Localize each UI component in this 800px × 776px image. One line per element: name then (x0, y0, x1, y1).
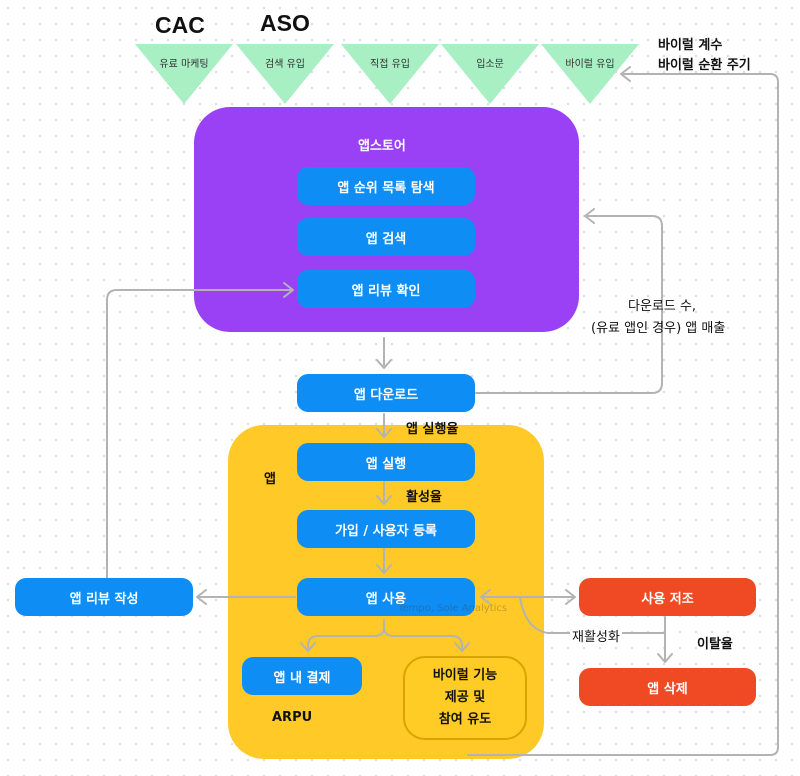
funnel-label-wom: 입소문 (476, 59, 504, 70)
viral-feature-line1: 바이럴 기능 (432, 668, 498, 683)
aso-heading: ASO (260, 10, 310, 36)
watermark-text: Tempo, Sole Analytics (398, 603, 508, 614)
arpu-label: ARPU (272, 710, 313, 725)
delete-app-button[interactable]: 앱 삭제 (579, 668, 756, 706)
appstore-title: 앱스토어 (358, 139, 406, 154)
app-run-button[interactable]: 앱 실행 (297, 443, 475, 481)
funnel-triangle-viral (541, 44, 639, 104)
download-button[interactable]: 앱 다운로드 (297, 374, 475, 412)
funnel-label-paid: 유료 마케팅 (159, 59, 209, 70)
funnel-triangle-paid (135, 44, 233, 104)
app-group-title: 앱 (264, 472, 276, 487)
funnel-triangle-wom (441, 44, 539, 104)
viral-feature-line2: 제공 및 (444, 690, 486, 705)
funnel-triangle-direct (341, 44, 439, 104)
viral-feature-box[interactable]: 바이럴 기능 제공 및 참여 유도 (403, 656, 527, 740)
churn-rate-label: 이탈율 (697, 637, 733, 652)
in-app-payment-button[interactable]: 앱 내 결제 (242, 657, 362, 695)
review-check-button[interactable]: 앱 리뷰 확인 (297, 270, 475, 308)
run-rate-label: 앱 실행율 (406, 422, 459, 437)
funnel-label-direct: 직접 유입 (370, 59, 410, 70)
funnel-triangle-search (236, 44, 334, 104)
reactivation-label: 재활성화 (570, 626, 622, 645)
viral-cycle-label: 바이럴 순환 주기 (658, 58, 751, 73)
usage-decline-button[interactable]: 사용 저조 (579, 578, 756, 616)
funnel-label-search: 검색 유입 (265, 59, 305, 70)
viral-feature-line3: 참여 유도 (438, 712, 492, 727)
cac-heading: CAC (155, 12, 205, 38)
app-use-button[interactable]: 앱 사용 (297, 578, 475, 616)
write-review-button[interactable]: 앱 리뷰 작성 (15, 578, 193, 616)
download-note-line2: (유료 앱인 경우) 앱 매출 (591, 321, 726, 336)
signup-button[interactable]: 가입 / 사용자 등록 (297, 510, 475, 548)
browse-ranking-button[interactable]: 앱 순위 목록 탐색 (297, 167, 475, 205)
activation-rate-label: 활성율 (406, 490, 442, 505)
viral-coefficient-label: 바이럴 계수 (658, 38, 723, 53)
download-note-line1: 다운로드 수, (628, 299, 697, 314)
app-search-button[interactable]: 앱 검색 (297, 218, 475, 256)
funnel-label-viral: 바이럴 유입 (565, 59, 615, 70)
